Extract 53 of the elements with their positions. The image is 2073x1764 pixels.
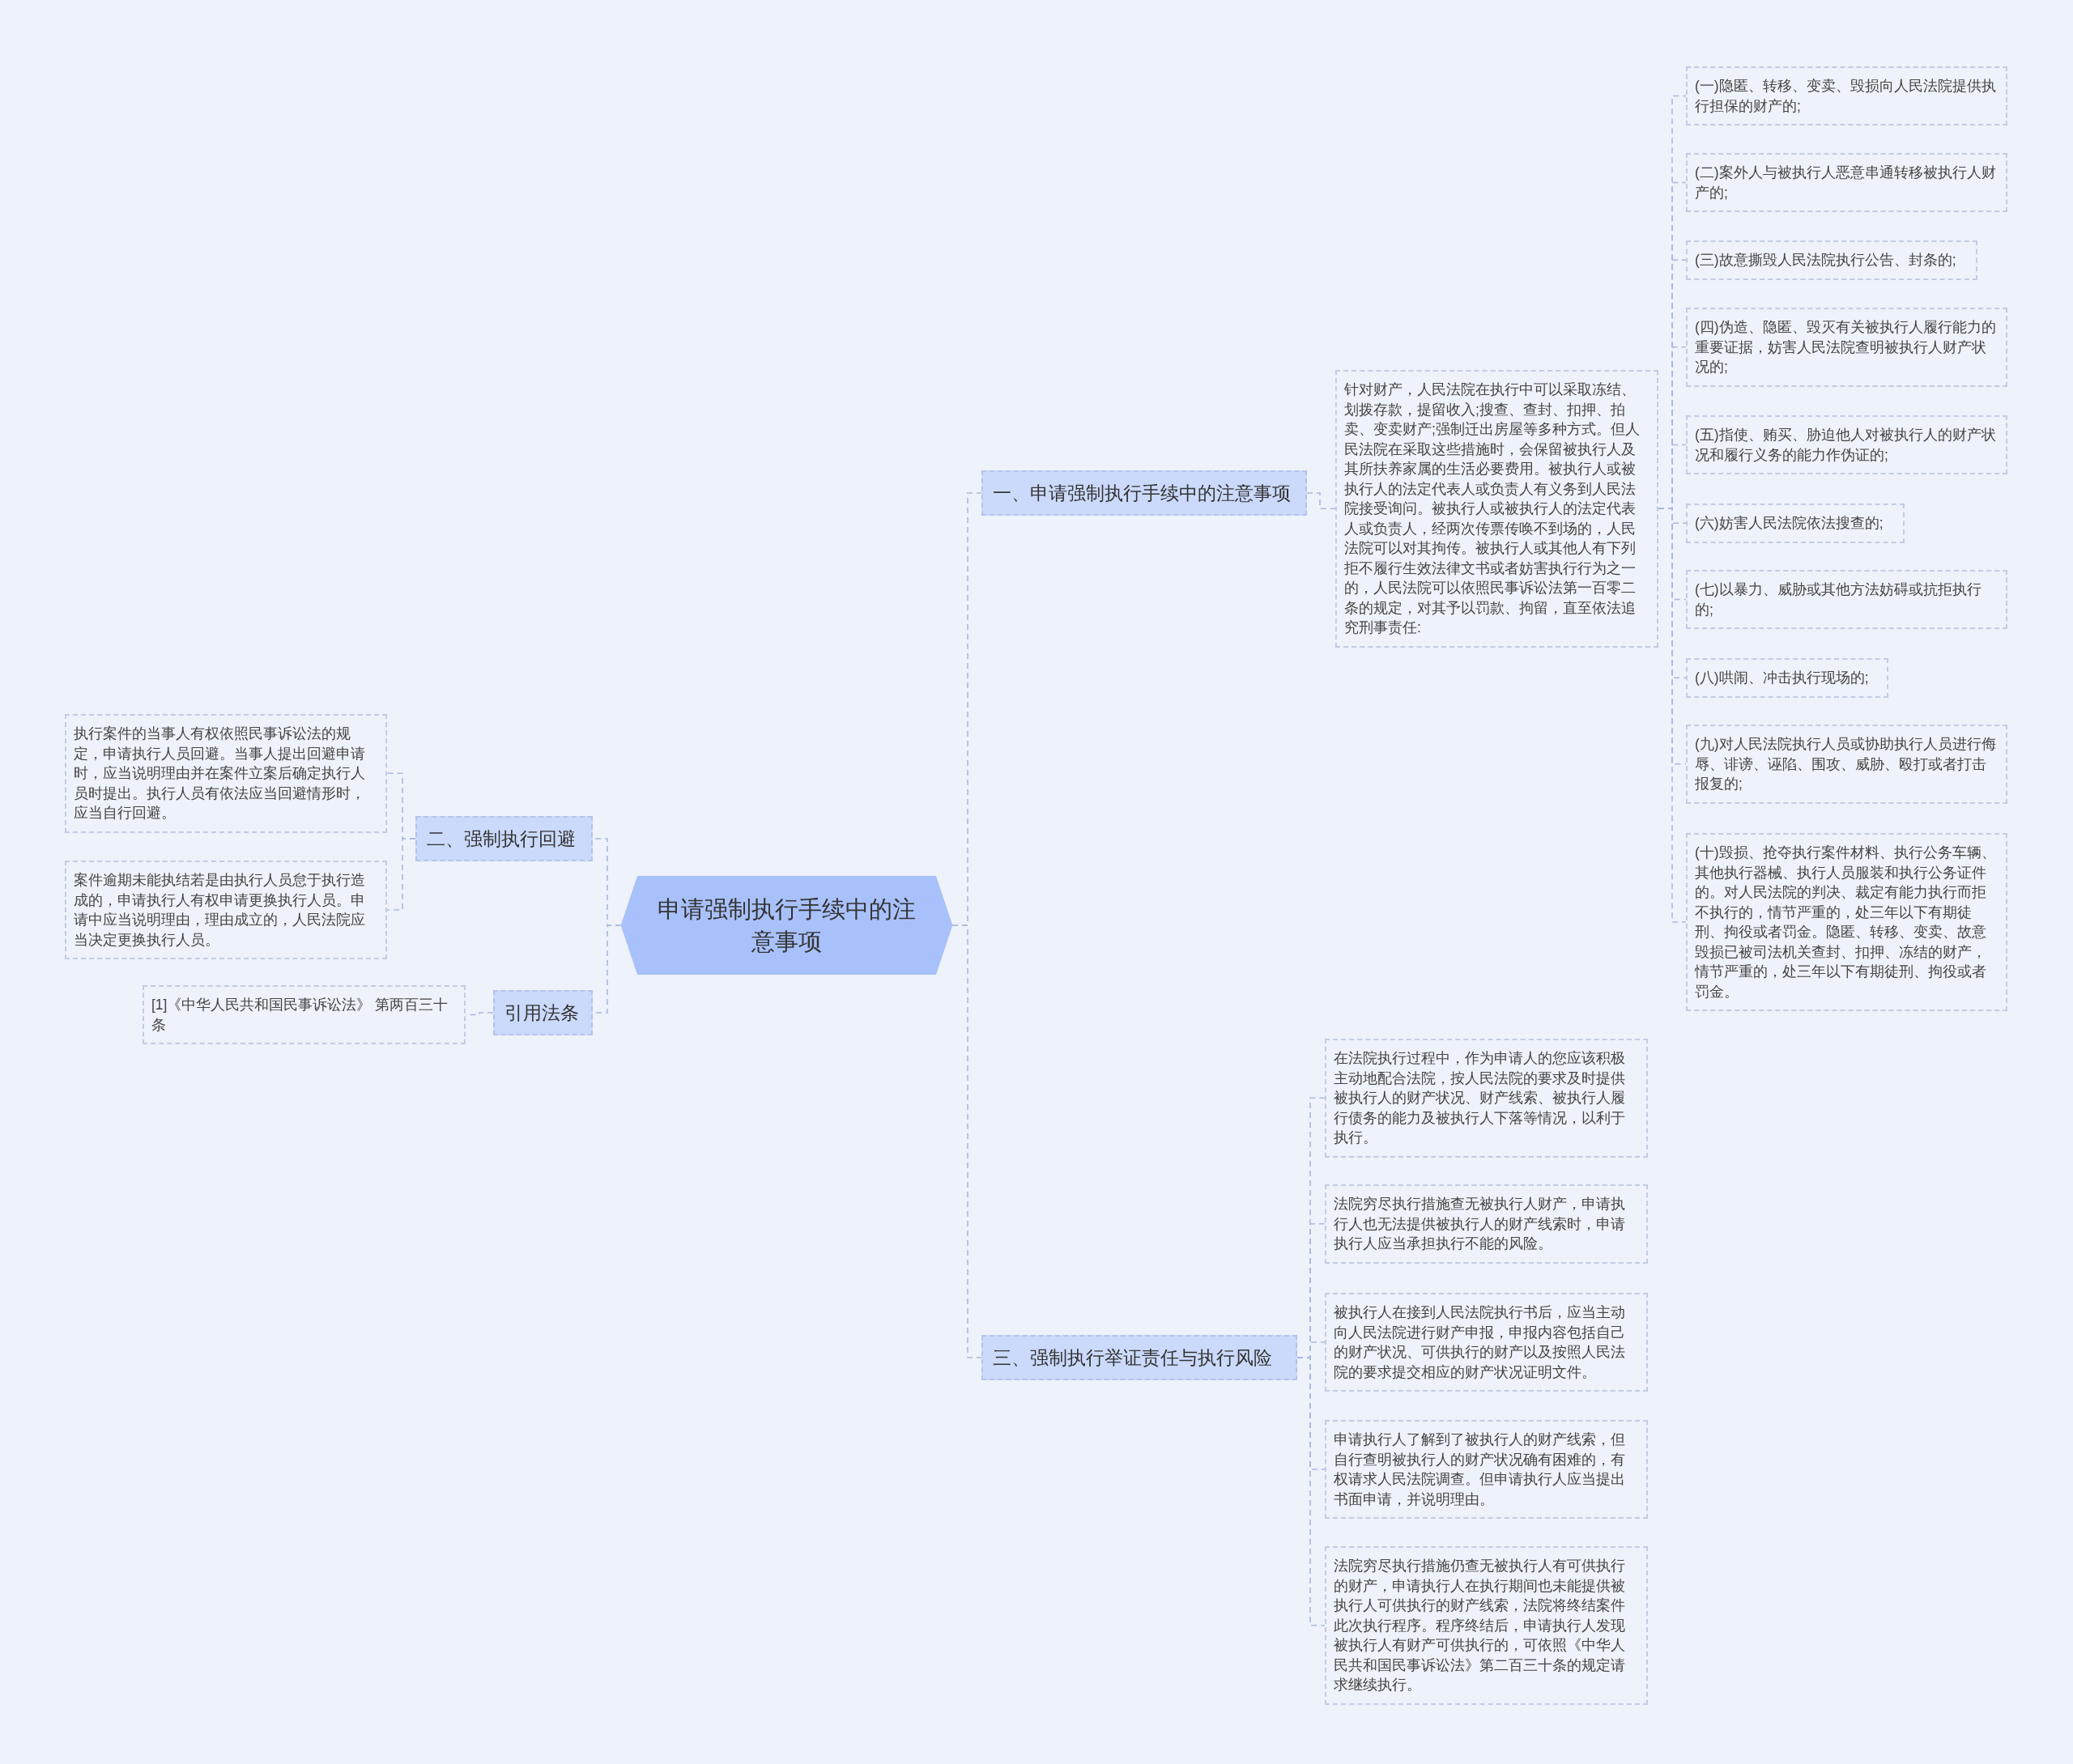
topic-text: 执行案件的当事人有权依照民事诉讼法的规定，申请执行人员回避。当事人提出回避申请时，应当说明理由并在案件立案后确定执行人员时提出。执行人员有依法应当回避情形时，应当自行回避。 — [74, 725, 366, 822]
text-note-box — [1686, 570, 2007, 629]
text-note-box — [1686, 308, 2007, 387]
connector-line — [465, 1012, 494, 1016]
topic-text: 在法院执行过程中，作为申请人的您应该积极主动地配合法院，按人民法院的要求及时提供被执行人的财产状况、财产线索、被执行人履行债务的能力及被执行人下落等情况，以利于执行。 — [1334, 1049, 1626, 1147]
branch-topic-box — [415, 816, 593, 861]
topic-text: 针对财产，人民法院在执行中可以采取冻结、划拨存款，提留收入;搜查、查封、扣押、拍卖、变卖财产;强制迁出房屋等多种方式。但人民法院在采取这些措施时，会保留被执行人及其所扶养家属的生活必要费用。被执行人或被执行人的法定代表人或负责人有义务到人民法院接受询问。被执行人或被执行人的法定代表人或负责人，经两次传票传唤不到场的，人民法院可以对其拘传。被执行人或其他人有下列拒不履行生效法律文书或者妨害执行行为之一的，人民法院可以依照民事诉讼法第一百零二条的规定，对其予以罚款、拘留，直至依法追究刑事责任: — [1344, 380, 1641, 637]
central-topic-hexagon — [621, 876, 952, 975]
connector-line — [951, 925, 982, 1358]
branch-topic-box — [493, 990, 593, 1035]
text-note-box — [1325, 1546, 1648, 1705]
topic-title: 申请强制执行手续中的注意事项 — [657, 895, 917, 956]
topic-text: 一、申请强制执行手续中的注意事项 — [993, 482, 1292, 505]
text-note-box — [1686, 66, 2007, 125]
topic-text: (十)毁损、抢夺执行案件材料、执行公务车辆、其他执行器械、执行人员服装和执行公务证件的。对人民法院的判决、裁定有能力执行而拒不执行的，情节严重的，处三年以下有期徒刑、拘役或者罚金。隐匿、转移、变卖、故意毁损已被司法机关查封、扣押、冻结的财产，情节严重的，处三年以下有期徒刑、拘役或者罚金。 — [1695, 844, 1997, 1001]
connector-line — [1306, 492, 1336, 510]
text-note-box — [1686, 504, 1905, 543]
text-note-box — [1686, 240, 1977, 280]
topic-text: (八)哄闹、冲击执行现场的; — [1695, 669, 1870, 687]
topic-text: 二、强制执行回避 — [427, 827, 577, 851]
text-note-box — [1335, 370, 1658, 648]
topic-text: 引用法条 — [504, 1001, 580, 1025]
text-note-box — [65, 714, 387, 833]
topic-text: (六)妨害人民法院依法搜查的; — [1695, 514, 1884, 533]
topic-text: (九)对人民法院执行人员或协助执行人员进行侮辱、诽谤、诬陷、围攻、威胁、殴打或者打击报复的; — [1695, 735, 1997, 793]
topic-text: (五)指使、贿买、胁迫他人对被执行人的财产状况和履行义务的能力作伪证的; — [1695, 426, 1997, 465]
text-note-box — [1686, 153, 2007, 212]
text-note-box — [1686, 833, 2007, 1011]
branch-topic-box — [981, 1335, 1297, 1380]
topic-text: (二)案外人与被执行人恶意串通转移被执行人财产的; — [1695, 164, 1997, 202]
topic-text: (三)故意撕毁人民法院执行公告、封条的; — [1695, 251, 1957, 270]
topic-text: 案件逾期未能执结若是由执行人员怠于执行造成的，申请执行人有权申请更换执行人员。申请中应当说明理由，理由成立的，人民法院应当决定更换执行人员。 — [74, 871, 366, 950]
topic-text: 申请执行人了解到了被执行人的财产线索，但自行查明被执行人的财产状况确有困难的，有权请求人民法院调查。但申请执行人应当提出书面申请，并说明理由。 — [1334, 1430, 1626, 1509]
connector-line — [1658, 508, 1687, 923]
topic-text: 法院穷尽执行措施仍查无被执行人有可供执行的财产，申请执行人在执行期间也未能提供被执行人可供执行的财产线索，法院将终结案件此次执行程序。程序终结后，申请执行人发现被执行人有财产可供执行的，可依照《中华人民共和国民事诉讼法》第二百三十条的规定请求继续执行。 — [1334, 1557, 1626, 1694]
topic-text: (一)隐匿、转移、变卖、毁损向人民法院提供执行担保的财产的; — [1695, 77, 1997, 116]
topic-text: (四)伪造、隐匿、毁灭有关被执行人履行能力的重要证据，妨害人民法院查明被执行人财产状况的; — [1695, 318, 1997, 376]
text-note-box — [1686, 658, 1888, 698]
connector-line — [386, 838, 416, 911]
text-note-box — [1686, 725, 2007, 804]
text-note-box — [143, 985, 466, 1044]
topic-text: [1]《中华人民共和国民事诉讼法》 第两百三十条 — [151, 996, 449, 1035]
text-note-box — [1325, 1293, 1648, 1392]
text-note-box — [65, 861, 387, 959]
text-note-box — [1325, 1039, 1648, 1158]
text-note-box — [1325, 1420, 1648, 1519]
branch-topic-box — [981, 470, 1307, 516]
topic-text: 三、强制执行举证责任与执行风险 — [993, 1346, 1273, 1370]
text-note-box — [1325, 1184, 1648, 1264]
text-note-box — [1686, 415, 2007, 474]
topic-text: 被执行人在接到人民法院执行书后，应当主动向人民法院进行财产申报，申报内容包括自己的财产状况、可供执行的财产以及按照人民法院的要求提交相应的财产状况证明文件。 — [1334, 1303, 1626, 1382]
topic-text: 法院穷尽执行措施查无被执行人财产，申请执行人也无法提供被执行人的财产线索时，申请执行人应当承担执行不能的风险。 — [1334, 1195, 1626, 1253]
topic-text: (七)以暴力、威胁或其他方法妨碍或抗拒执行的; — [1695, 580, 1982, 619]
